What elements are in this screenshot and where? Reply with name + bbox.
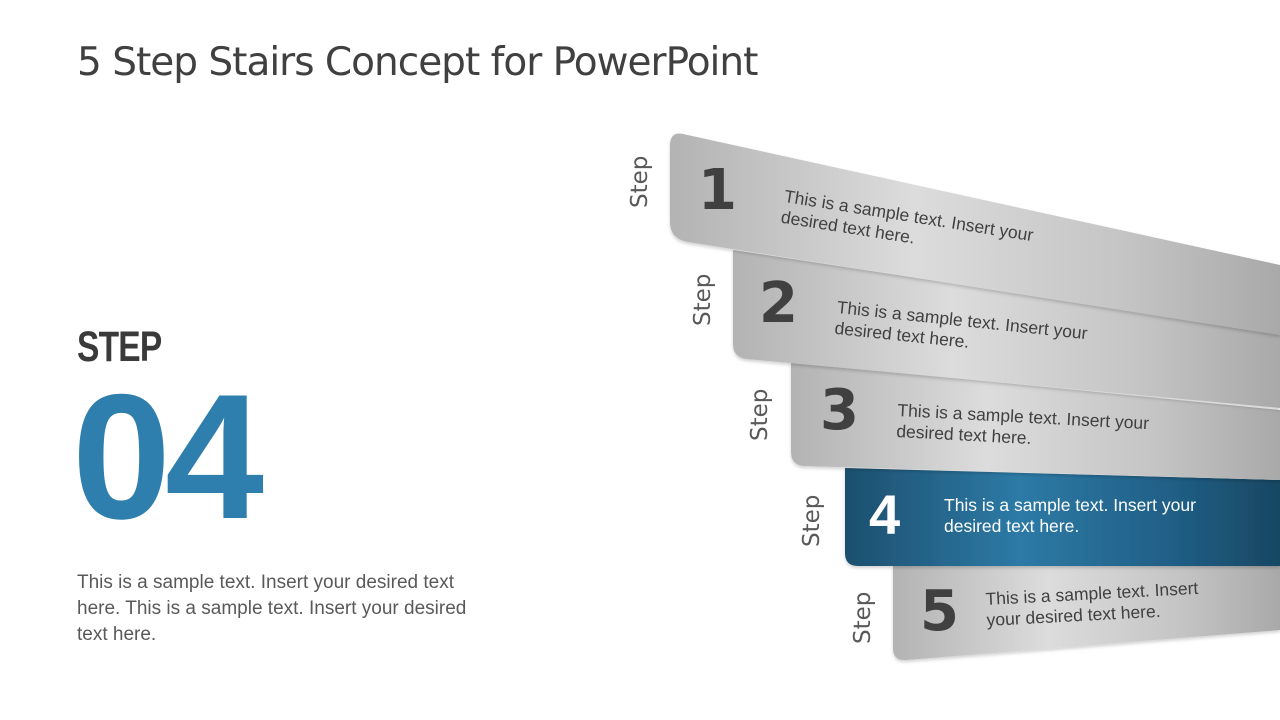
highlight-step-label: STEP <box>77 323 162 371</box>
step-2-number: 2 <box>759 271 798 336</box>
step-2-band <box>733 250 1280 408</box>
step-1-side-label: Step <box>627 155 653 208</box>
step-1-band <box>670 133 1280 335</box>
step-1-number: 1 <box>698 158 737 223</box>
step-5-side-label: Step <box>850 591 876 644</box>
highlight-step-number: 04 <box>72 357 264 556</box>
step-2-side-label: Step <box>690 273 716 326</box>
step-4-side-label: Step <box>799 494 825 547</box>
step-3-side-label: Step <box>747 388 773 441</box>
step-4-text: This is a sample text. Insert your desir… <box>944 495 1196 536</box>
step-3-band <box>791 362 1280 480</box>
step-3-number: 3 <box>820 378 859 443</box>
slide-title: 5 Step Stairs Concept for PowerPoint <box>77 40 758 85</box>
step-5-number: 5 <box>920 579 959 644</box>
step-5-band <box>893 566 1280 661</box>
step-4-number: 4 <box>869 483 901 546</box>
highlight-description: This is a sample text. Insert your desir… <box>77 572 467 645</box>
step-4-band <box>845 468 1280 566</box>
